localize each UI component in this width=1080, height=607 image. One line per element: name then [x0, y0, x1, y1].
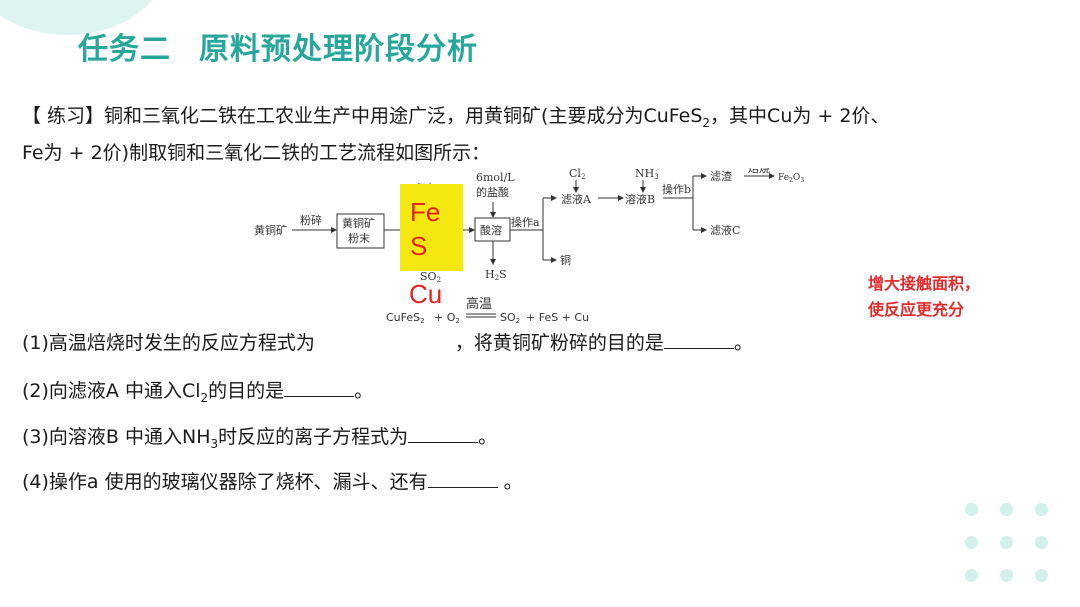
- title-topic-label: 原料预处理阶段分析: [199, 32, 478, 67]
- intro-sub: 2: [702, 115, 711, 130]
- deco-dot: [1000, 503, 1013, 516]
- eq-product-so2: SO2: [500, 311, 520, 325]
- deco-dot: [965, 569, 978, 582]
- deco-dot: [1000, 536, 1013, 549]
- flow-fe2o3-label: Fe2O3: [778, 173, 804, 184]
- flow-nh3-label: NH3: [635, 168, 659, 181]
- blank-q4: [427, 469, 498, 488]
- eq-products-rest: + FeS + Cu: [526, 311, 589, 324]
- eq-condition: 高温: [466, 296, 492, 312]
- note-line-2: 使反应更充分: [868, 300, 965, 319]
- blank-q3: [408, 424, 479, 443]
- reaction-equation: CuFeS2 + O2 高温 SO2 + FeS + Cu: [386, 296, 589, 325]
- deco-dot: [1035, 569, 1048, 582]
- flow-so2-label: SO2: [420, 270, 441, 284]
- flow-dissolve-label: 酸溶: [480, 223, 502, 237]
- flow-ore-label: 黄铜矿: [254, 223, 287, 237]
- flow-crush-label: 粉碎: [300, 213, 322, 227]
- intro-text-2: ，其中Cu为 + 2价、: [710, 105, 890, 127]
- flow-filtrate-c-label: 滤液C: [710, 223, 740, 237]
- deco-dot: [965, 536, 978, 549]
- intro-text-3: Fe为 + 2价)制取铜和三氧化二铁的工艺流程如图所示：: [22, 141, 491, 164]
- flow-solution-b-label: 溶液B: [625, 192, 655, 206]
- intro-text-1: 【 练习】铜和三氧化二铁在工农业生产中用途广泛，用黄铜矿(主要成分为CuFeS: [22, 105, 703, 127]
- deco-dot: [965, 503, 978, 516]
- flow-residue-label: 滤渣: [710, 169, 732, 183]
- annotation-fe: Fe: [410, 197, 441, 227]
- flow-op-b-label: 操作b: [662, 182, 691, 196]
- deco-dot: [1035, 536, 1048, 549]
- note-line-1: 增大接触面积，: [868, 274, 981, 293]
- eq-reactant-2: + O2: [434, 311, 460, 325]
- question-3: (3)向溶液B 中通入NH3时反应的离子方程式为。: [22, 424, 498, 451]
- exercise-intro: 【 练习】铜和三氧化二铁在工农业生产中用途广泛，用黄铜矿(主要成分为CuFeS2…: [22, 101, 1062, 168]
- blank-q2: [284, 378, 355, 397]
- flow-filtrate-a-label: 滤液A: [561, 192, 592, 206]
- decorative-dot-grid: [962, 500, 1062, 590]
- flow-roast-label: 焙烧: [748, 168, 770, 175]
- question-1: (1)高温焙烧时发生的反应方程式为，将黄铜矿粉碎的目的是。: [22, 330, 753, 354]
- question-2: (2)向滤液A 中通入Cl2的目的是。: [22, 378, 374, 405]
- flow-cl2-label: Cl2: [569, 168, 585, 181]
- blank-q1-equation: [315, 331, 455, 349]
- deco-dot: [1035, 503, 1048, 516]
- eq-reactant-1: CuFeS2: [386, 311, 425, 325]
- flow-h2s-label: H2S: [485, 268, 507, 282]
- flow-powder-label-2: 粉末: [348, 231, 370, 245]
- flow-powder-label-1: 黄铜矿: [342, 216, 375, 230]
- title-task-label: 任务二: [78, 32, 171, 67]
- deco-dot: [1000, 569, 1013, 582]
- flow-copper-label: 铜: [560, 253, 571, 267]
- flow-hcl-label-1: 6mol/L: [476, 171, 515, 184]
- element-annotation-fe-s: Fe S: [410, 195, 440, 263]
- annotation-s: S: [410, 231, 428, 261]
- blank-q1-purpose: [663, 330, 734, 349]
- annotation-cu: Cu: [409, 279, 443, 309]
- flow-op-a-label: 操作a: [511, 215, 540, 229]
- element-highlight-box: [400, 184, 463, 271]
- question-4: (4)操作a 使用的玻璃仪器除了烧杯、漏斗、还有 。: [22, 469, 523, 493]
- answer-note: 增大接触面积， 使反应更充分: [868, 271, 980, 323]
- process-flow-diagram: 黄铜矿 粉碎 黄铜矿 粉末 氧气 SO2 6mol/L 的盐酸 酸溶 H2S 操…: [254, 168, 804, 284]
- flow-hcl-label-2: 的盐酸: [476, 185, 509, 199]
- page-title: 任务二原料预处理阶段分析: [78, 24, 478, 68]
